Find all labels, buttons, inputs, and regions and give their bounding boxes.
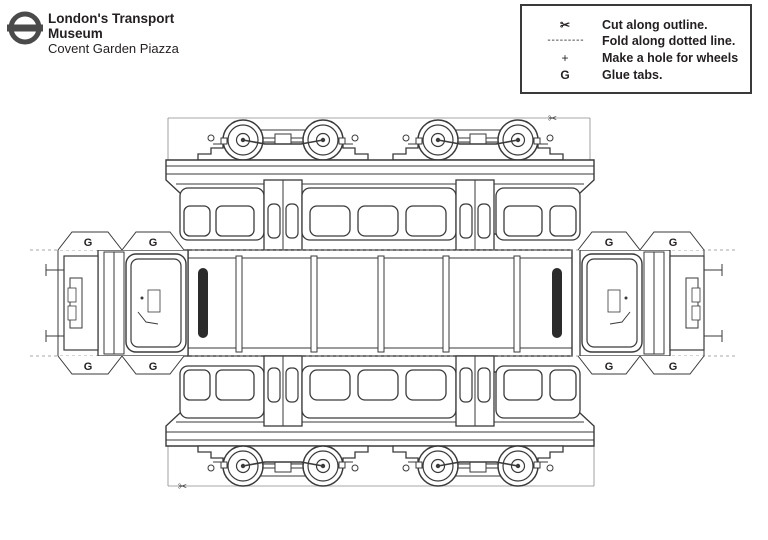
brand-title-line2: Museum [48,26,103,41]
bottom-right-bogie [392,445,564,487]
glue-tab-right-outer-top [639,231,705,251]
left-indicator-light [198,268,208,338]
right-end-panel [579,249,723,357]
glue-tab-right-inner-bottom [577,355,641,375]
london-transport-roundel-logo [7,11,43,45]
top-body-side-panel [165,159,595,251]
glue-tab-left-inner-bottom [121,355,185,375]
left-end-panel [45,249,189,357]
legend-row-hole: + Make a hole for wheels [522,50,750,66]
roof-panel [187,249,573,357]
legend-row-fold: - - - - - - - - - Fold along dotted line… [522,33,750,49]
legend-row-glue: G Glue tabs. [522,67,750,83]
legend-text-glue: Glue tabs. [602,68,663,82]
legend-text-hole: Make a hole for wheels [602,51,739,65]
top-left-bogie [197,119,369,161]
glue-tab-label: G [605,361,614,373]
glue-tab-label: G [149,361,158,373]
top-right-bogie [392,119,564,161]
legend-row-cut: ✂ Cut along outline. [522,17,750,33]
brand-title-line1: London's Transport [48,11,175,26]
glue-tab-right-inner-top [577,231,641,251]
glue-tab-label: G [669,361,678,373]
brand-block: London's Transport Museum Covent Garden … [48,11,179,56]
scissors-icon: ✂ [178,480,187,493]
glue-icon: G [560,68,570,82]
glue-tab-label: G [84,237,93,249]
right-indicator-light [552,268,562,338]
glue-tab-label: G [605,237,614,249]
legend-text-cut: Cut along outline. [602,18,708,32]
bottom-left-bogie [197,445,369,487]
glue-tab-label: G [149,237,158,249]
glue-tab-left-outer-bottom [57,355,123,375]
scissors-icon: ✂ [548,112,557,125]
scissors-icon: ✂ [559,18,571,32]
glue-tab-label: G [84,361,93,373]
instructions-legend: ✂ Cut along outline. - - - - - - - - - F… [520,4,752,94]
plus-icon: + [561,51,569,65]
legend-text-fold: Fold along dotted line. [602,34,736,48]
bottom-body-side-panel [165,355,595,447]
dashed-line-icon: - - - - - - - - - [547,35,583,46]
brand-subtitle: Covent Garden Piazza [48,41,179,56]
glue-tab-right-outer-bottom [639,355,705,375]
glue-tab-left-outer-top [57,231,123,251]
glue-tab-label: G [669,237,678,249]
glue-tab-left-inner-top [121,231,185,251]
